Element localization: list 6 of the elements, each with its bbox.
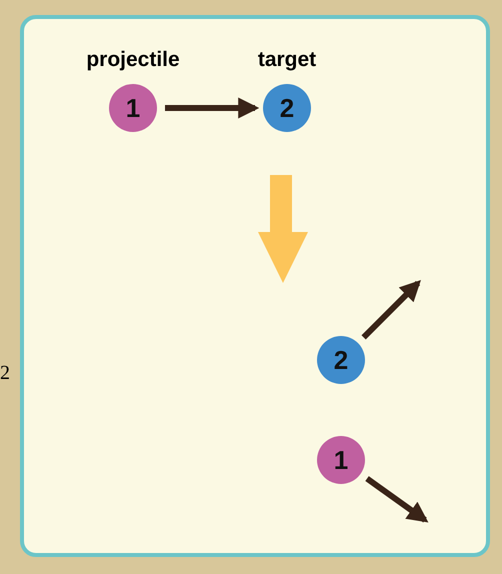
text-label: 2 <box>0 362 10 385</box>
heading-label: target <box>258 48 316 72</box>
arrow <box>165 98 260 118</box>
arrow <box>362 280 421 340</box>
arrow <box>365 476 428 522</box>
heading-label: projectile <box>86 48 180 72</box>
